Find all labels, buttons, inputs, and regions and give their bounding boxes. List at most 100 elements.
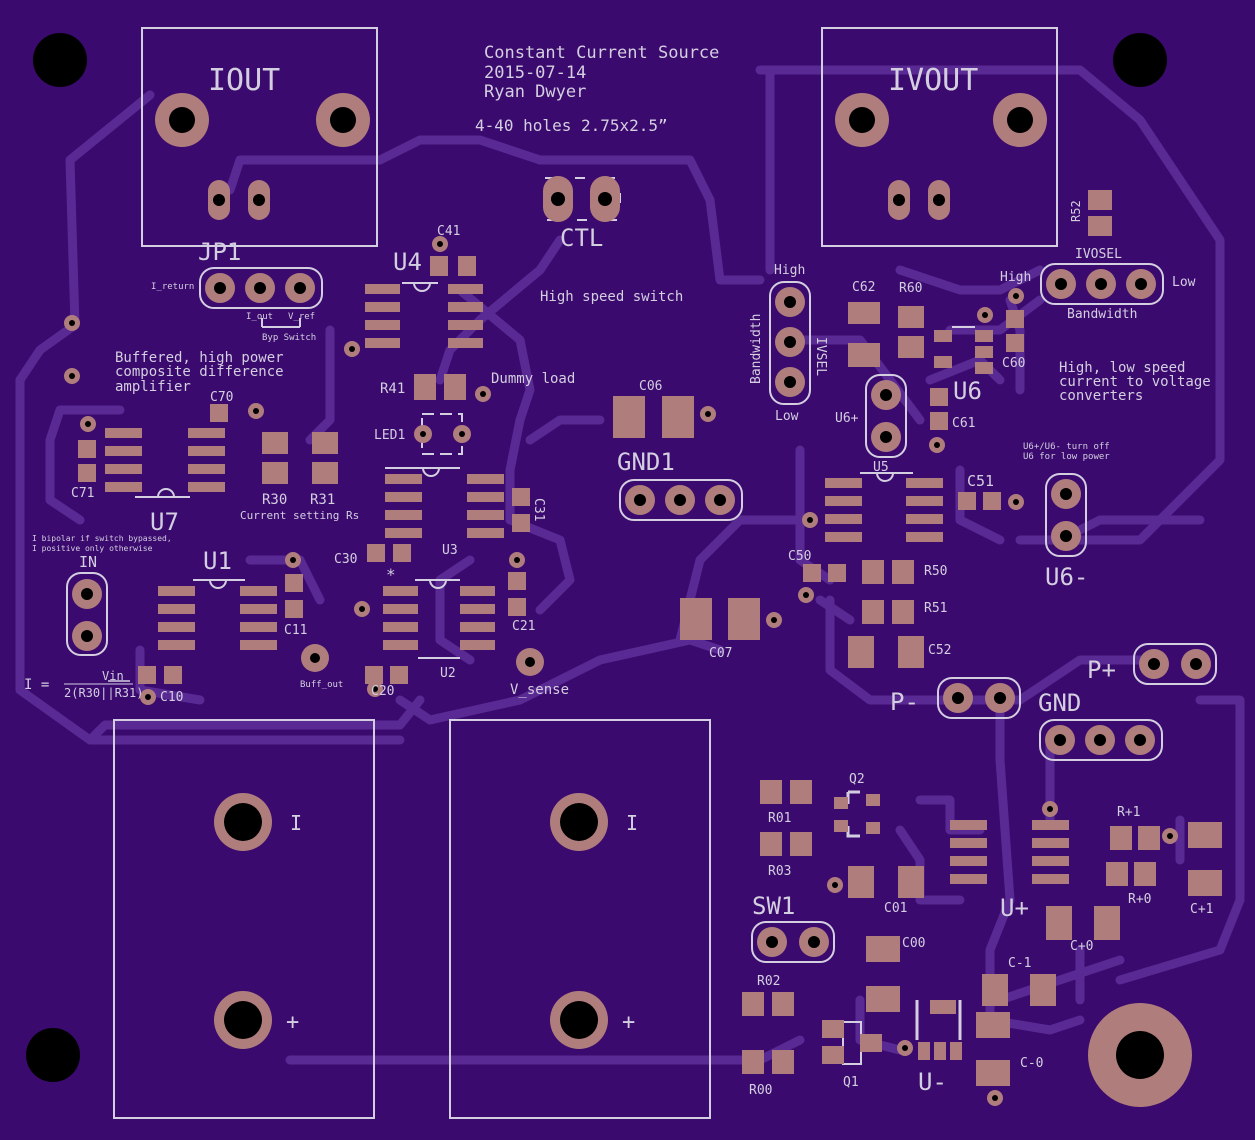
label-dummy-load: Dummy load	[491, 371, 575, 387]
label-sw1: SW1	[752, 892, 795, 920]
label-conv-3: converters	[1059, 388, 1143, 404]
label-iout: IOUT	[208, 63, 280, 98]
label-u6note-2: U6 for low power	[1023, 452, 1110, 462]
label-u2: U2	[440, 666, 456, 681]
label-c41: C41	[437, 224, 460, 239]
label-c07: C07	[709, 646, 732, 661]
label-uminus: U-	[918, 1068, 947, 1096]
label-jp1: JP1	[198, 238, 241, 266]
label-q2: Q2	[849, 772, 865, 787]
label-r52: R52	[1069, 200, 1083, 222]
label-pplus: P+	[1087, 656, 1116, 684]
label-cminus1: C-1	[1008, 956, 1031, 971]
board-holes-note: 4-40 holes 2.75x2.5”	[475, 116, 668, 135]
label-r02: R02	[757, 974, 780, 989]
label-q1: Q1	[843, 1075, 859, 1090]
label-batt-plus-right: +	[622, 1010, 635, 1035]
label-c62: C62	[852, 280, 875, 295]
label-r50: R50	[924, 564, 947, 579]
label-c10: C10	[160, 690, 183, 705]
label-byp-switch: Byp Switch	[262, 333, 316, 343]
label-r51: R51	[924, 601, 947, 616]
label-uplus: U+	[1000, 894, 1029, 922]
mounting-hole-tl	[33, 33, 87, 87]
label-current-setting: Current setting Rs	[240, 509, 359, 522]
label-r00: R00	[749, 1083, 772, 1098]
label-pminus: P-	[890, 688, 919, 716]
label-bandwidth-right: Bandwidth	[1067, 307, 1137, 322]
label-c71: C71	[71, 486, 94, 501]
label-u1: U1	[203, 547, 232, 575]
label-high-left: High	[774, 263, 805, 278]
label-ivsel-left: IVSEL	[813, 337, 828, 376]
label-r30: R30	[262, 492, 287, 508]
label-ctl: CTL	[560, 224, 603, 252]
label-r60: R60	[899, 281, 922, 296]
label-u6plus: U6+	[835, 411, 859, 426]
formula-denominator: 2(R30||R31)	[64, 686, 143, 700]
label-ivosel: IVOSEL	[1075, 247, 1122, 262]
label-batt-plus-left: +	[286, 1010, 299, 1035]
board-author: Ryan Dwyer	[484, 82, 586, 102]
label-batt-i-right: I	[626, 811, 638, 835]
label-high-speed-switch: High speed switch	[540, 289, 683, 305]
label-bandwidth-left: Bandwidth	[749, 314, 764, 384]
label-cminus0: C-0	[1020, 1056, 1043, 1071]
label-r41: R41	[380, 381, 405, 397]
label-low-right: Low	[1172, 275, 1196, 290]
label-batt-i-left: I	[290, 811, 302, 835]
label-u4: U4	[393, 248, 422, 276]
formula-numerator: Vin	[102, 669, 124, 683]
through-hole-pads	[155, 93, 1047, 1049]
label-bipolar-2: I positive only otherwise	[32, 544, 153, 553]
label-u5: U5	[873, 460, 889, 475]
label-v-sense: V_sense	[510, 682, 569, 698]
label-c31: C31	[531, 498, 546, 521]
label-c01: C01	[884, 901, 907, 916]
iout-connector-outline	[141, 27, 378, 247]
label-c00: C00	[902, 936, 925, 951]
board-date: 2015-07-14	[484, 63, 586, 83]
u3-marker-asterisk: *	[386, 565, 396, 584]
label-c52: C52	[928, 643, 951, 658]
label-buffered-1: Buffered, high power	[115, 350, 284, 366]
label-high-right: High	[1000, 270, 1031, 285]
label-conv-2: current to voltage	[1059, 374, 1211, 390]
label-r01: R01	[768, 811, 791, 826]
board-title: Constant Current Source	[484, 43, 719, 63]
label-buffered-3: amplifier	[115, 379, 191, 395]
label-rplus0: R+0	[1128, 892, 1151, 907]
label-i-out: I_out	[246, 312, 273, 322]
silkscreen-text: Constant Current Source 2015-07-14 Ryan …	[24, 43, 1213, 1098]
mounting-hole-tr	[1113, 33, 1167, 87]
label-buff-out: Buff_out	[300, 680, 343, 690]
label-v-ref: V_ref	[288, 312, 315, 322]
label-gnd: GND	[1038, 689, 1081, 717]
pin-headers	[66, 263, 1217, 963]
smd-pads	[78, 190, 1222, 1086]
label-c60: C60	[1002, 356, 1025, 371]
mounting-holes	[26, 33, 1167, 1082]
label-bipolar-1: I bipolar if switch bypassed,	[32, 534, 172, 543]
label-cplus1: C+1	[1190, 902, 1213, 917]
label-u3: U3	[442, 543, 458, 558]
label-gnd1: GND1	[617, 448, 675, 476]
label-c20: C20	[371, 684, 394, 699]
label-u6minus: U6-	[1045, 563, 1088, 591]
mounting-hole-br	[1116, 1031, 1164, 1079]
label-in: IN	[79, 553, 97, 571]
label-u6note-1: U6+/U6- turn off	[1023, 442, 1110, 452]
label-led1: LED1	[374, 428, 405, 443]
label-c61: C61	[952, 416, 975, 431]
label-low-left: Low	[775, 409, 799, 424]
label-c51: C51	[967, 472, 994, 490]
formula-i: I =	[24, 677, 49, 693]
label-c21: C21	[512, 619, 535, 634]
label-rplus1: R+1	[1117, 805, 1140, 820]
label-r31: R31	[310, 492, 335, 508]
silkscreen-outlines	[108, 27, 1058, 1119]
ivout-connector-outline	[821, 27, 1058, 247]
label-c50: C50	[788, 549, 811, 564]
label-r03: R03	[768, 864, 791, 879]
